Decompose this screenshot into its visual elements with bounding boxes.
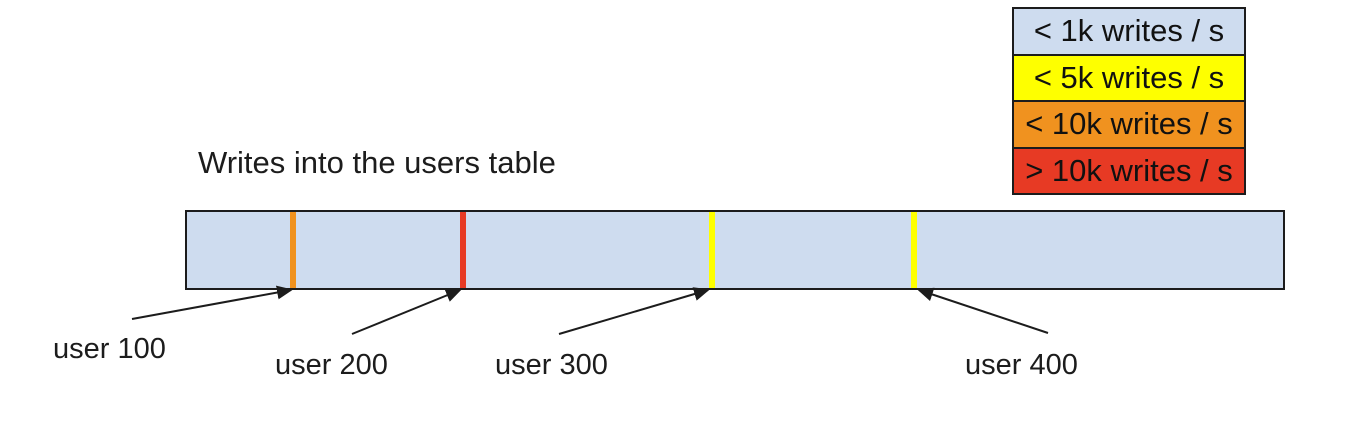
- callout-arrow: [351, 288, 462, 335]
- legend: < 1k writes / s < 5k writes / s < 10k writ…: [1012, 7, 1246, 195]
- hotspot-stripe-user-200: [459, 212, 466, 288]
- callout-arrow: [131, 285, 293, 320]
- legend-item: < 5k writes / s: [1014, 53, 1244, 100]
- callout-arrow: [917, 287, 1049, 334]
- users-table-bar: [185, 210, 1285, 290]
- legend-item: > 10k writes / s: [1014, 146, 1244, 193]
- hotspot-stripe-user-300: [708, 212, 715, 288]
- hotspot-stripe-user-400: [910, 212, 917, 288]
- callout-label: user 100: [53, 333, 166, 365]
- callout-label: user 200: [275, 349, 388, 381]
- legend-item-label: < 1k writes / s: [1033, 13, 1225, 49]
- callout-label: user 400: [965, 349, 1078, 381]
- hotspot-stripe-user-100: [289, 212, 296, 288]
- legend-item-label: < 10k writes / s: [1025, 106, 1233, 142]
- diagram-title: Writes into the users table: [198, 145, 556, 180]
- callout-arrow: [558, 287, 710, 335]
- legend-item: < 10k writes / s: [1014, 100, 1244, 147]
- legend-item-label: > 10k writes / s: [1025, 152, 1233, 188]
- callout-label: user 300: [495, 349, 608, 381]
- legend-item: < 1k writes / s: [1014, 9, 1244, 54]
- legend-item-label: < 5k writes / s: [1033, 59, 1225, 95]
